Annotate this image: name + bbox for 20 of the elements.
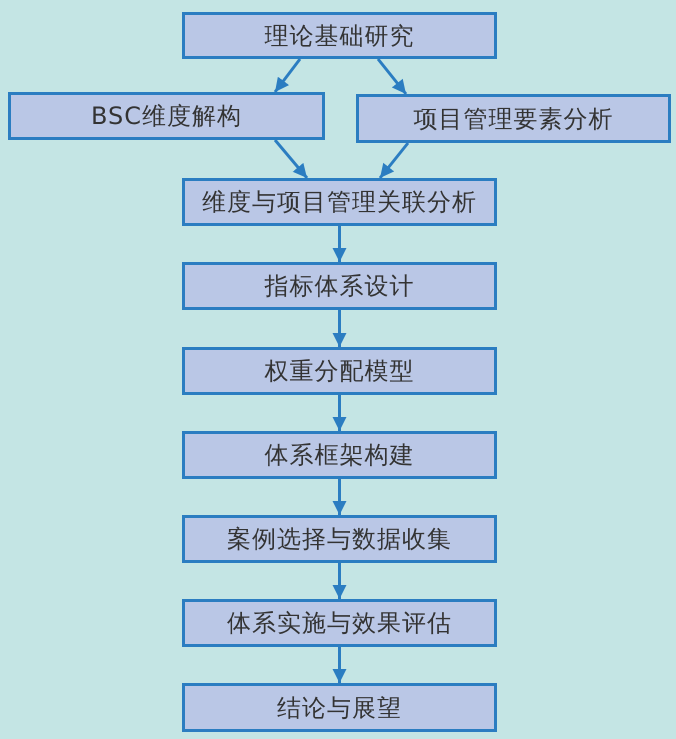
arrow bbox=[274, 58, 302, 93]
arrow bbox=[332, 647, 346, 683]
process-box: 项目管理要素分析 bbox=[356, 94, 671, 143]
process-box: 结论与展望 bbox=[182, 683, 497, 732]
arrow bbox=[378, 142, 410, 179]
process-box: 维度与项目管理关联分析 bbox=[182, 178, 497, 226]
process-box: 指标体系设计 bbox=[182, 262, 497, 310]
arrow bbox=[376, 58, 408, 95]
arrow bbox=[332, 395, 346, 431]
arrow bbox=[332, 226, 346, 262]
arrow bbox=[332, 310, 346, 347]
arrow bbox=[274, 139, 308, 179]
arrow bbox=[332, 479, 346, 515]
process-box: 体系实施与效果评估 bbox=[182, 599, 497, 647]
process-box: 案例选择与数据收集 bbox=[182, 515, 497, 563]
process-box: BSC维度解构 bbox=[8, 92, 325, 140]
process-box: 权重分配模型 bbox=[182, 347, 497, 395]
process-box: 理论基础研究 bbox=[182, 12, 497, 59]
process-box: 体系框架构建 bbox=[182, 431, 497, 479]
arrow bbox=[332, 563, 346, 599]
